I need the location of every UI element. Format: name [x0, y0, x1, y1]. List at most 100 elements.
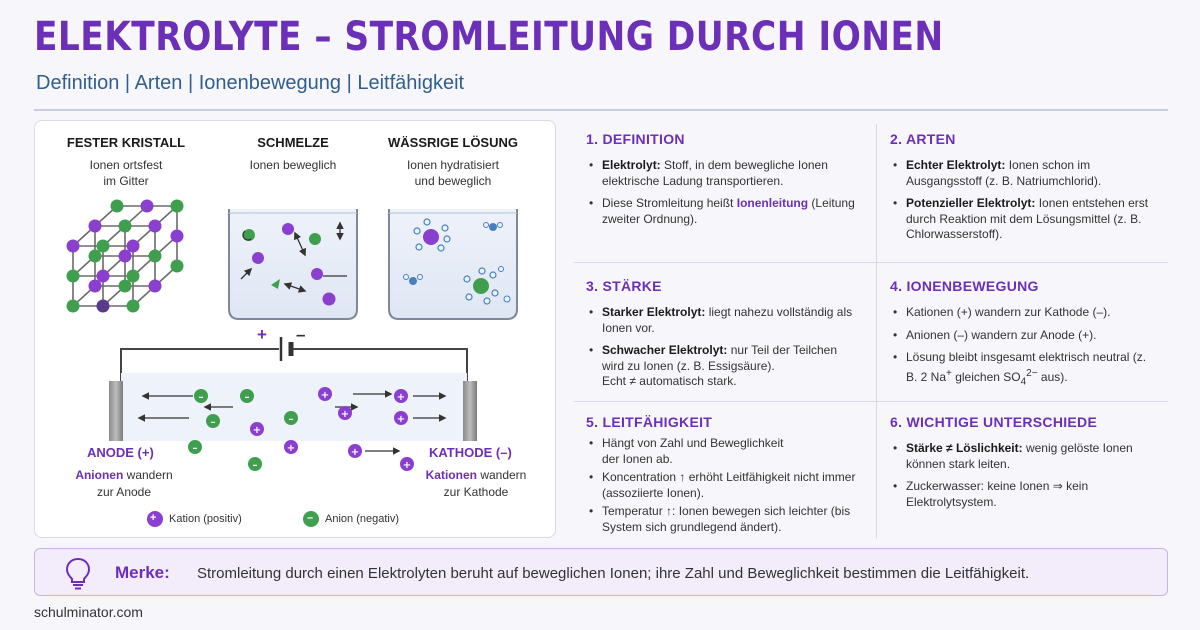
state-solution: WÄSSRIGE LÖSUNG Ionen hydratisiert und b…: [373, 135, 533, 189]
svg-text:+: +: [397, 392, 405, 403]
anode-description: Anionen wandern zur Anode: [69, 467, 179, 501]
state-solution-desc: Ionen hydratisiert und beweglich: [373, 157, 533, 189]
leitfaehigkeit-item-2: Koncentration ↑ erhöht Leitfähigkeit nic…: [586, 470, 862, 501]
illustration-svg: – – – – – – + + + + + + + +: [66, 199, 518, 527]
sections-divider-1: [574, 262, 1168, 263]
anode-desc-highlight: Anionen: [75, 468, 124, 482]
sulfate-subscript: 4: [1020, 375, 1027, 387]
footer-source: schulminator.com: [34, 604, 143, 620]
section-arten: 2. ARTEN Echter Elektrolyt: Ionen schon …: [890, 131, 1160, 250]
sulfate-charge: 2−: [1026, 367, 1038, 379]
page-subtitle: Definition | Arten | Ionenbewegung | Lei…: [36, 72, 465, 94]
arten-item-2-text: Ionen entstehen erst durch Reaktion mit …: [906, 196, 1149, 241]
sections-divider-2: [574, 401, 1168, 402]
state-solution-desc-line1: Ionen hydratisiert: [406, 158, 500, 172]
moving-ions: – – – – – – + + + + + + + +: [137, 387, 447, 471]
page-title: ELEKTROLYTE – STROMLEITUNG DURCH IONEN: [34, 14, 944, 60]
cathode-desc-highlight: Kationen: [425, 468, 477, 482]
definition-item-2-text: (Leitung zweiter Ordnung).: [602, 196, 855, 226]
staerke-item-1-term: Starker Elektrolyt:: [602, 305, 706, 319]
definition-item-2-highlight: Ionenleitung: [736, 196, 809, 210]
unterschiede-item-1-term: Stärke ≠ Löslichkeit:: [906, 441, 1023, 455]
staerke-item-2-term: Schwacher Elektrolyt:: [602, 343, 728, 357]
legend-anion-sign: –: [307, 512, 314, 524]
lightbulb-icon: [65, 557, 91, 590]
state-solid-desc-line2: im Gitter: [103, 174, 149, 188]
leitfaehigkeit-item-3: Temperatur ↑: Ionen bewegen sich leichte…: [586, 504, 862, 535]
sections-vertical-divider: [876, 124, 877, 538]
legend-symbols: [147, 511, 319, 527]
arten-item-2-term: Potenzieller Elektrolyt:: [906, 196, 1036, 210]
merke-box: Merke: Stromleitung durch einen Elektrol…: [34, 548, 1168, 596]
sodium-charge: +: [946, 367, 952, 379]
arten-item-1-text: Ionen schon im Ausgangsstoff (z. B. Natr…: [906, 158, 1102, 188]
merke-label: Merke:: [115, 563, 170, 582]
melt-beaker: [228, 209, 358, 320]
legend-cation-label: Kation (positiv): [169, 513, 242, 525]
svg-text:–: –: [193, 443, 198, 454]
state-solid: FESTER KRISTALL Ionen ortsfest im Gitter: [46, 135, 206, 189]
svg-text:+: +: [351, 447, 359, 458]
battery-icon: [279, 337, 294, 361]
svg-text:+: +: [321, 390, 329, 401]
section-ionenbewegung-title: 4. IONENBEWEGUNG: [890, 278, 1039, 294]
svg-text:–: –: [199, 392, 204, 403]
anode-desc-line2: zur Anode: [96, 485, 152, 499]
state-solution-title: WÄSSRIGE LÖSUNG: [387, 135, 518, 150]
electrolyte-trough: [121, 373, 467, 441]
anode-label: ANODE (+): [87, 445, 154, 460]
state-solution-desc-line2: und beweglich: [414, 174, 492, 188]
section-unterschiede-title: 6. WICHTIGE UNTERSCHIEDE: [890, 414, 1098, 430]
section-staerke: 3. STÄRKE Starker Elektrolyt: liegt nahe…: [586, 278, 862, 397]
definition-item-2-pre: Diese Stromleitung heißt: [602, 196, 737, 210]
svg-text:–: –: [211, 417, 216, 428]
legend-anion-label: Anion (negativ): [325, 513, 399, 525]
ionenbewegung-item-3: Lösung bleibt insgesamt elektrisch neutr…: [890, 350, 1160, 389]
unterschiede-item-2: Zuckerwasser: keine Ionen ⇒ kein Elektro…: [890, 479, 1160, 510]
arten-item-2: Potenzieller Elektrolyt: Ionen entstehen…: [890, 196, 1160, 243]
anode-electrode: [109, 381, 123, 441]
crystal-ions: [66, 199, 184, 313]
section-unterschiede: 6. WICHTIGE UNTERSCHIEDE Stärke ≠ Löslic…: [890, 414, 1160, 517]
section-leitfaehigkeit-title: 5. LEITFÄHIGKEIT: [586, 414, 713, 430]
staerke-item-2-note: Echt ≠ automatisch stark.: [602, 374, 737, 388]
definition-item-1-term: Elektrolyt:: [602, 158, 661, 172]
header-divider: [34, 109, 1168, 111]
circuit-wires: [120, 348, 468, 383]
cathode-electrode: [463, 381, 477, 441]
cathode-desc-rest: wandern: [476, 468, 527, 482]
svg-text:+: +: [341, 409, 349, 420]
staerke-item-2: Schwacher Elektrolyt: nur Teil der Teilc…: [586, 343, 862, 390]
cathode-label: KATHODE (–): [429, 445, 512, 460]
state-solid-desc-line1: Ionen ortsfest: [89, 158, 163, 172]
ionenbewegung-item-3-pre: Lösung bleibt insgesamt elektrisch neutr…: [906, 350, 1147, 384]
svg-text:+: +: [287, 443, 295, 454]
svg-text:+: +: [403, 460, 411, 471]
state-melt: SCHMELZE Ionen beweglich: [213, 135, 373, 173]
staerke-item-1: Starker Elektrolyt: liegt nahezu vollstä…: [586, 305, 862, 336]
section-definition-title: 1. DEFINITION: [586, 131, 685, 147]
arten-item-1: Echter Elektrolyt: Ionen schon im Ausgan…: [890, 158, 1160, 189]
staerke-item-1-text: liegt nahezu vollständig als Ionen vor.: [602, 305, 853, 335]
cathode-description: Kationen wandern zur Kathode: [415, 467, 537, 501]
legend-cation-sign: +: [150, 512, 157, 524]
ionenbewegung-item-2: Anionen (–) wandern zur Anode (+).: [890, 328, 1160, 344]
svg-text:–: –: [245, 392, 250, 403]
definition-item-1: Elektrolyt: Stoff, in dem bewegliche Ion…: [586, 158, 862, 189]
arten-item-1-term: Echter Elektrolyt:: [906, 158, 1006, 172]
staerke-item-2-text: nur Teil der Teilchen wird zu Ionen (z. …: [602, 343, 838, 373]
section-leitfaehigkeit: 5. LEITFÄHIGKEIT Hängt von Zahl und Bewe…: [586, 414, 862, 538]
solution-beaker: [388, 209, 518, 320]
cathode-desc-line2: zur Kathode: [443, 485, 509, 499]
battery-plus-sign: +: [257, 325, 267, 344]
definition-item-2: Diese Stromleitung heißt Ionenleitung (L…: [586, 196, 862, 227]
svg-text:+: +: [397, 414, 405, 425]
state-solid-desc: Ionen ortsfest im Gitter: [46, 157, 206, 189]
svg-text:–: –: [289, 414, 294, 425]
svg-text:–: –: [253, 460, 258, 471]
svg-text:+: +: [253, 425, 261, 436]
merke-text: Stromleitung durch einen Elektrolyten be…: [197, 565, 1030, 582]
state-melt-title: SCHMELZE: [257, 135, 329, 150]
section-definition: 1. DEFINITION Elektrolyt: Stoff, in dem …: [586, 131, 862, 234]
ionenbewegung-item-1: Kationen (+) wandern zur Kathode (–).: [890, 305, 1160, 321]
